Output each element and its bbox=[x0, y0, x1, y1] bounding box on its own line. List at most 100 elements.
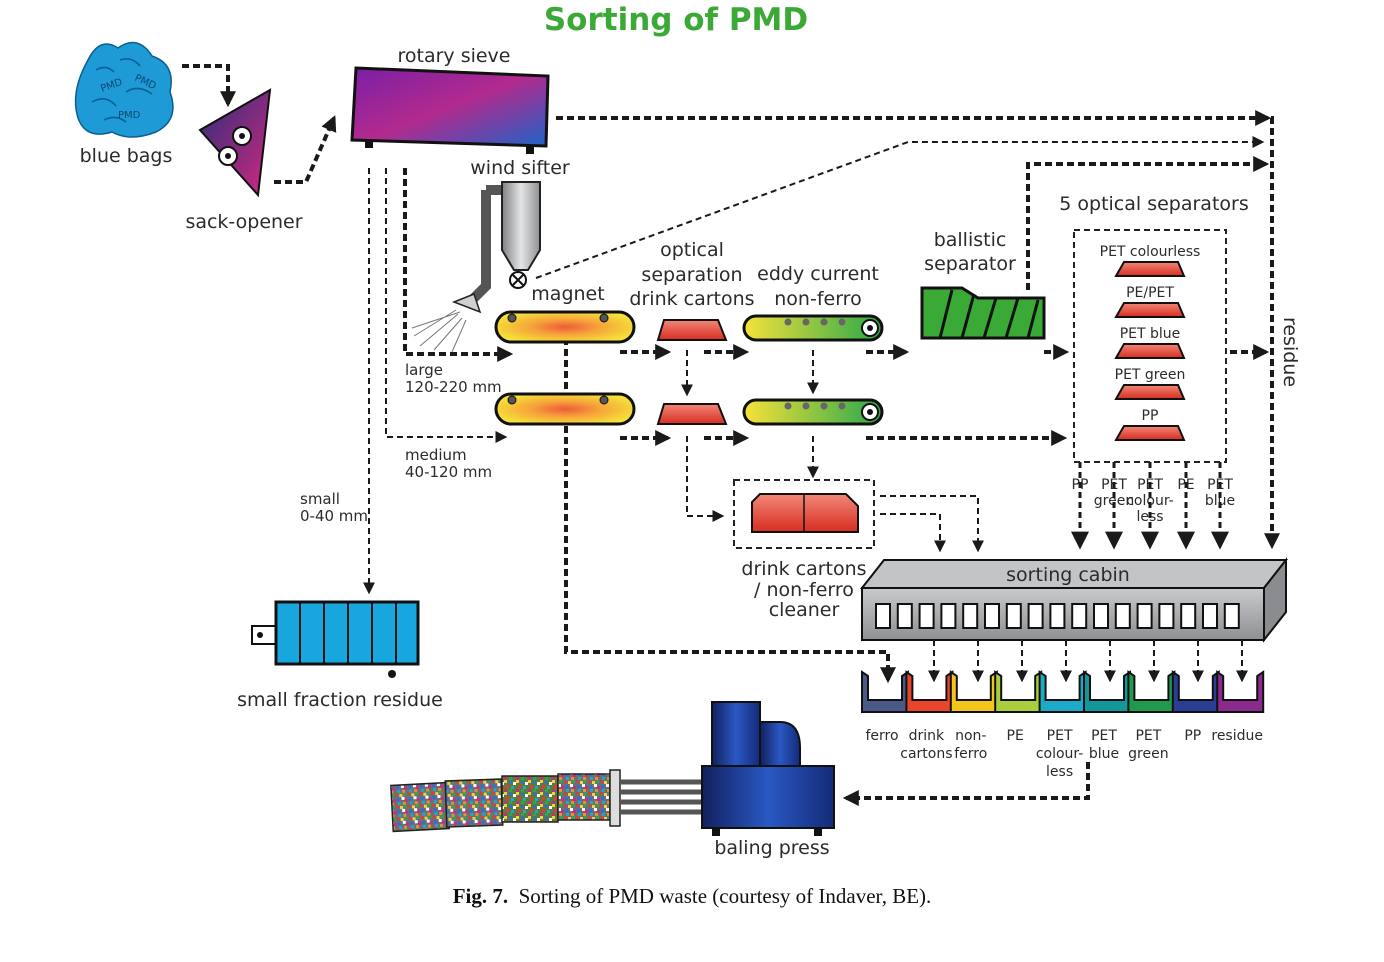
eddy-current-upper-icon bbox=[742, 314, 884, 342]
cleaner-label-1: drink cartons bbox=[741, 558, 866, 580]
cabin-window bbox=[962, 603, 979, 629]
medium-label-1: medium bbox=[405, 446, 467, 464]
cleaner-icon bbox=[751, 493, 859, 533]
baling-press-label: baling press bbox=[714, 837, 829, 859]
sack-opener-icon bbox=[198, 88, 272, 198]
product-bin-label: less bbox=[1046, 764, 1073, 780]
cabin-window bbox=[1005, 603, 1022, 629]
cabin-window bbox=[875, 603, 891, 629]
product-bin-label: non- bbox=[955, 728, 986, 744]
optical-separator-unit bbox=[1114, 425, 1186, 441]
product-bin-label: PE bbox=[1007, 728, 1024, 744]
cabin-window bbox=[1027, 603, 1044, 629]
product-bin-label: blue bbox=[1089, 746, 1119, 762]
small-fraction-residue-label: small fraction residue bbox=[237, 689, 443, 711]
baling-press-icon bbox=[390, 701, 835, 836]
cabin-window bbox=[1114, 603, 1131, 629]
cabin-window bbox=[1093, 603, 1109, 629]
large-label-1: large bbox=[405, 361, 443, 379]
figure-caption: Fig. 7. Sorting of PMD waste (courtesy o… bbox=[0, 884, 1384, 909]
magnet-upper-icon bbox=[494, 310, 636, 344]
cabin-window bbox=[1202, 603, 1218, 629]
product-bin-label: PP bbox=[1184, 728, 1201, 744]
product-bin-label: colour- bbox=[1036, 746, 1084, 762]
product-bin-label: PET bbox=[1135, 728, 1161, 744]
cabin-window bbox=[1180, 603, 1197, 629]
product-bin bbox=[905, 670, 954, 713]
separator-output-label: blue bbox=[1205, 493, 1235, 509]
cleaner-label-2: / non-ferro bbox=[754, 579, 854, 601]
product-bin-label: PET bbox=[1047, 728, 1073, 744]
cabin-window bbox=[1071, 603, 1088, 629]
cleaner-label-3: cleaner bbox=[769, 599, 840, 621]
figure-caption-label: Fig. 7. bbox=[452, 884, 509, 908]
cabin-window bbox=[1136, 603, 1153, 629]
wind-sifter-label: wind sifter bbox=[470, 157, 570, 179]
rotary-sieve-icon bbox=[350, 66, 550, 154]
product-bin bbox=[994, 670, 1043, 713]
sack-opener-label: sack-opener bbox=[185, 211, 302, 233]
product-bin bbox=[1038, 670, 1087, 713]
cabin-window bbox=[1158, 603, 1175, 629]
eddy-label-1: eddy current bbox=[757, 263, 879, 285]
optical-separator-label: PET green bbox=[1115, 367, 1186, 383]
product-bin bbox=[1216, 670, 1265, 713]
cabin-window bbox=[940, 603, 957, 629]
product-bin-label: cartons bbox=[900, 746, 952, 762]
product-bin-label: ferro bbox=[954, 746, 987, 762]
product-bin-label: green bbox=[1128, 746, 1168, 762]
optical-carton-separator-upper bbox=[656, 319, 728, 341]
optical-separator-label: PET blue bbox=[1120, 326, 1181, 342]
diagram-title: Sorting of PMD bbox=[544, 2, 808, 38]
cabin-window bbox=[1223, 603, 1240, 629]
separator-output-label: colour- bbox=[1126, 493, 1174, 509]
figure-caption-text: Sorting of PMD waste (courtesy of Indave… bbox=[518, 884, 932, 908]
optical-separator-unit bbox=[1114, 261, 1186, 277]
bag-label: PMD bbox=[118, 110, 141, 121]
product-bin bbox=[1083, 670, 1131, 713]
optical-separator-unit bbox=[1114, 343, 1186, 359]
magnet-label: magnet bbox=[531, 283, 604, 305]
optical-separator-label: PE/PET bbox=[1126, 285, 1174, 301]
product-bin bbox=[1127, 670, 1176, 713]
small-fraction-container-icon bbox=[251, 600, 420, 678]
blue-bags-label: blue bags bbox=[80, 145, 173, 167]
cleaner-box bbox=[733, 479, 875, 549]
product-bin-label: PET bbox=[1091, 728, 1117, 744]
blue-bags-icon: PMD PMD PMD bbox=[74, 41, 174, 138]
cabin-windows bbox=[875, 603, 1240, 629]
flow-lines bbox=[182, 64, 1280, 806]
eddy-current-lower-icon bbox=[742, 398, 884, 426]
product-bin bbox=[861, 670, 909, 713]
medium-label-2: 40-120 mm bbox=[405, 463, 492, 481]
eddy-label-2: non-ferro bbox=[774, 288, 861, 310]
optical-separators-label: 5 optical separators bbox=[1059, 193, 1248, 215]
product-bin bbox=[1171, 670, 1220, 713]
small-label-1: small bbox=[300, 490, 340, 508]
product-bin-label: residue bbox=[1211, 728, 1263, 744]
optical-label-3: drink cartons bbox=[629, 288, 754, 310]
separator-output-label: green bbox=[1094, 493, 1134, 509]
optical-carton-separator-lower bbox=[656, 403, 728, 425]
residue-vertical-label: residue bbox=[1279, 317, 1301, 387]
ballistic-label-1: ballistic bbox=[934, 229, 1007, 251]
optical-separator-unit bbox=[1114, 302, 1186, 318]
optical-label-1: optical bbox=[660, 239, 724, 261]
optical-label-2: separation bbox=[641, 264, 742, 286]
cabin-window bbox=[918, 603, 935, 629]
optical-separator-unit bbox=[1114, 384, 1186, 400]
optical-separator-label: PP bbox=[1142, 408, 1159, 424]
product-bin-label: ferro bbox=[865, 728, 898, 744]
wind-sifter-icon bbox=[411, 181, 541, 353]
cabin-window bbox=[896, 603, 913, 629]
magnet-lower-icon bbox=[494, 392, 636, 426]
small-label-2: 0-40 mm bbox=[300, 507, 368, 525]
optical-separator-label: PET colourless bbox=[1100, 244, 1201, 260]
cabin-window bbox=[984, 603, 1000, 629]
ballistic-separator-icon bbox=[920, 286, 1046, 340]
rotary-sieve-label: rotary sieve bbox=[397, 45, 510, 67]
